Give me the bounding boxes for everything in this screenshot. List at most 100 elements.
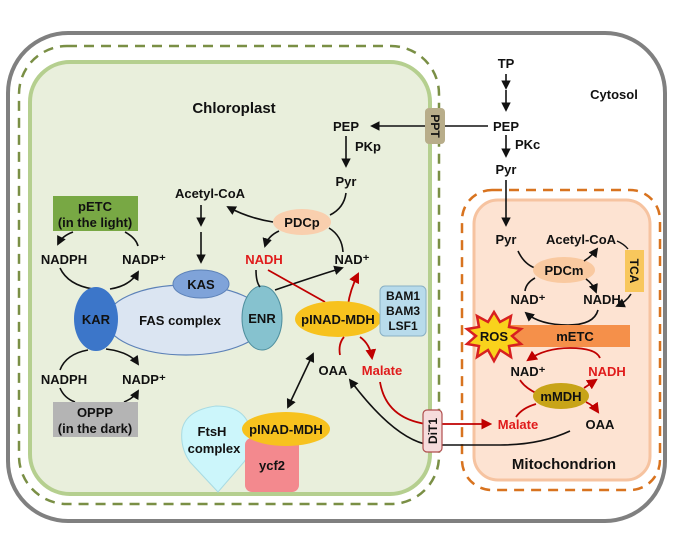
- red-arrow-oaa-pinadmdh: [338, 336, 345, 356]
- oaa-mito-node: OAA: [586, 417, 616, 432]
- oppp-label-1: OPPP: [77, 405, 113, 420]
- malate-mito-node: Malate: [498, 417, 538, 432]
- mmdh-enzyme: [533, 383, 589, 409]
- petc-label-2: (in the light): [58, 215, 132, 230]
- ftsh-label-2: complex: [188, 441, 242, 456]
- dit1-label: DiT1: [426, 418, 440, 444]
- arrow-nad-pdcp: [328, 227, 344, 253]
- arrow-tca-nadh: [615, 293, 632, 308]
- nadh-mito-bottom-node: NADH: [588, 364, 626, 379]
- arrow-enr-nad: [274, 265, 344, 291]
- kas-enzyme: [172, 269, 230, 299]
- mmdh-label: mMDH: [540, 389, 581, 404]
- nad-plus-mito-top-node: NAD⁺: [510, 292, 545, 307]
- pkc-label: PKc: [515, 137, 540, 152]
- pdcp-enzyme: [273, 209, 331, 235]
- petc-box: [53, 196, 138, 231]
- nadh-chloroplast-node: NADH: [245, 252, 283, 267]
- nadh-mito-top-node: NADH: [583, 292, 621, 307]
- lsf1-label: LSF1: [388, 319, 418, 333]
- red-arrow-mmdh-nadh: [583, 378, 598, 390]
- arrow-nadp-petc: [124, 231, 139, 247]
- nadp-top-node: NADP⁺: [122, 252, 166, 267]
- pyr-mito-node: Pyr: [496, 232, 517, 247]
- arrow-nad-pdcm: [524, 277, 536, 292]
- tca-label: TCA: [627, 259, 641, 284]
- pdcm-label: PDCm: [544, 263, 583, 278]
- chloroplast-label: Chloroplast: [192, 100, 275, 117]
- mitochondrion-label: Mitochondrion: [512, 456, 616, 473]
- bam3-label: BAM3: [386, 304, 420, 318]
- red-arrow-nadh-pinadmdh: [267, 269, 326, 303]
- pinad-mdh-ftsh-label: pINAD-MDH: [249, 422, 323, 437]
- chloroplast-outer-envelope: [17, 44, 441, 506]
- nadph-bottom-node: NADPH: [41, 372, 87, 387]
- pkp-label: PKp: [355, 139, 381, 154]
- arrow-pyr-pdcp: [329, 192, 347, 216]
- metc-bar: [510, 325, 630, 347]
- acetyl-coa-mito-node: Acetyl-CoA: [546, 232, 617, 247]
- metc-label: mETC: [556, 329, 594, 344]
- nad-plus-mito-bottom-node: NAD⁺: [510, 364, 545, 379]
- arrow-nadh-enr: [255, 269, 261, 288]
- pyr-cytosol-node: Pyr: [496, 162, 517, 177]
- ppt-transporter: [425, 108, 445, 144]
- nad-plus-chloroplast-node: NAD⁺: [334, 252, 369, 267]
- kar-enzyme: [74, 287, 118, 351]
- arrow-oppp-nadp: [123, 389, 139, 403]
- ros-burst: [463, 309, 525, 364]
- arrow-pdcp-nadh: [262, 230, 280, 248]
- arrow-pdcp-acetylcoa: [226, 206, 274, 223]
- kar-label: KAR: [82, 312, 111, 327]
- oppp-box: [53, 402, 138, 437]
- arrow-pyr-pdcm: [517, 250, 536, 269]
- petc-label-1: pETC: [78, 199, 113, 214]
- pinad-mdh-ftsh-enzyme: [242, 412, 330, 446]
- red-arrow-pinadmdh-malate: [359, 336, 377, 361]
- pdcp-label: PDCp: [284, 215, 319, 230]
- arrow-nadph-kar-top: [59, 267, 94, 290]
- enr-label: ENR: [248, 311, 276, 326]
- pyr-chloroplast-node: Pyr: [336, 174, 357, 189]
- tp-node: TP: [498, 56, 515, 71]
- arrow-kar-nadph-bottom: [59, 349, 89, 371]
- ycf2-label: ycf2: [259, 458, 285, 473]
- arrow-kar-nadp-bottom: [105, 348, 140, 366]
- arrow-nadph-oppp: [59, 387, 76, 403]
- pdcm-enzyme: [533, 257, 595, 283]
- ppt-label: PPT: [428, 114, 442, 138]
- dit1-transporter: [422, 409, 443, 453]
- arrow-acetylcoa-tca: [616, 240, 629, 250]
- fas-complex-label: FAS complex: [139, 313, 221, 328]
- pep-chloroplast-node: PEP: [333, 119, 359, 134]
- tca-box: [625, 250, 644, 292]
- arrow-petc-nadph: [57, 231, 74, 246]
- arrow-kar-nadp-top: [109, 270, 139, 290]
- kas-label: KAS: [187, 277, 215, 292]
- red-arrow-malate-mmdh: [515, 403, 537, 418]
- acetyl-coa-chloroplast-node: Acetyl-CoA: [175, 186, 246, 201]
- red-arrow-mmdh-oaa: [585, 401, 600, 414]
- bam-lsf-box: [379, 285, 427, 337]
- red-arrow-metc-nad: [526, 347, 601, 362]
- malate-chloroplast-node: Malate: [362, 363, 402, 378]
- arrow-pdcm-acetylcoa: [583, 247, 599, 262]
- nadph-top-node: NADPH: [41, 252, 87, 267]
- enr-enzyme: [241, 285, 283, 351]
- nadp-bottom-node: NADP⁺: [122, 372, 166, 387]
- ycf2-box: [245, 438, 299, 492]
- chloroplast-inner: [28, 60, 432, 496]
- mitochondrion-outer-envelope: [460, 188, 662, 492]
- pep-cytosol-node: PEP: [493, 119, 519, 134]
- bam1-label: BAM1: [386, 289, 420, 303]
- double-arrow-pinadmdh-ftsh: [286, 352, 315, 409]
- cytosol-label: Cytosol: [590, 87, 638, 102]
- oaa-chloroplast-node: OAA: [319, 363, 349, 378]
- oppp-label-2: (in the dark): [58, 421, 132, 436]
- ftsh-label-1: FtsH: [198, 424, 227, 439]
- pinad-mdh-label: pINAD-MDH: [301, 312, 375, 327]
- ros-label: ROS: [480, 329, 509, 344]
- arrow-pdcm-nadh: [585, 278, 598, 294]
- pinad-mdh-enzyme: [295, 301, 381, 337]
